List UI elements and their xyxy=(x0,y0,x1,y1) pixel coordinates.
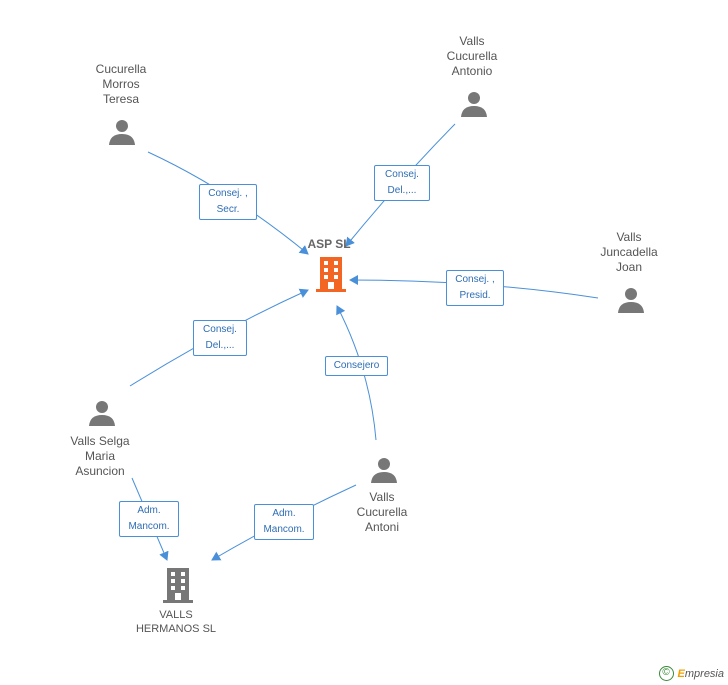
person-label-valls-juncadella[interactable]: Valls Juncadella Joan xyxy=(600,230,658,274)
copyright-icon: © xyxy=(658,666,674,681)
role-label: Consejero xyxy=(325,356,388,376)
person-icon[interactable] xyxy=(460,89,488,117)
company-label-valls-hermanos[interactable]: VALLS HERMANOS SL xyxy=(135,609,217,635)
person-label-cucurella-morros[interactable]: Cucurella Morros Teresa xyxy=(95,62,147,106)
role-label: Consej. Del.,... xyxy=(193,320,247,356)
brand-logo[interactable]: Empresia xyxy=(678,668,724,680)
person-label-valls-cucurella-antonio[interactable]: Valls Cucurella Antonio xyxy=(446,34,498,78)
role-label: Adm. Mancom. xyxy=(254,504,314,540)
person-icon[interactable] xyxy=(88,398,116,426)
role-label: Consej. , Presid. xyxy=(446,270,504,306)
person-label-valls-selga[interactable]: Valls Selga Maria Asuncion xyxy=(70,434,130,478)
footer-brand: © Empresia xyxy=(658,666,724,681)
role-label: Consej. Del.,... xyxy=(374,165,430,201)
role-label: Adm. Mancom. xyxy=(119,501,179,537)
building-icon[interactable] xyxy=(163,568,193,603)
company-label-asp[interactable]: ASP SL xyxy=(307,237,351,251)
building-icon[interactable] xyxy=(316,257,346,292)
role-label: Consej. , Secr. xyxy=(199,184,257,220)
person-icon[interactable] xyxy=(370,455,398,483)
person-label-valls-cucurella-antoni[interactable]: Valls Cucurella Antoni xyxy=(356,490,408,534)
person-icon[interactable] xyxy=(108,117,136,145)
person-icon[interactable] xyxy=(617,285,645,313)
brand-name: mpresia xyxy=(684,667,724,680)
brand-initial: E xyxy=(677,667,685,680)
